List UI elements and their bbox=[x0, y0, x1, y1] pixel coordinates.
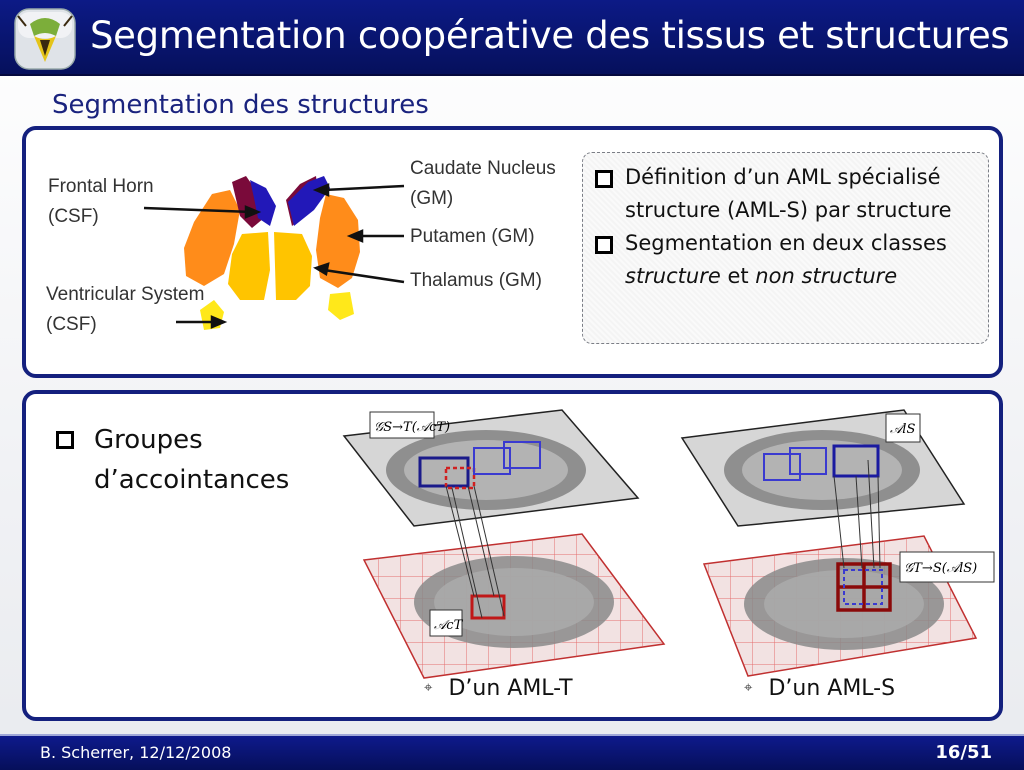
caption-aml-s: ⌖D’un AML-S bbox=[744, 676, 896, 701]
frontal-horn-left-shape bbox=[232, 176, 264, 228]
groups-bullet: Groupes d’accointances bbox=[56, 420, 316, 500]
thalamus-right-shape bbox=[274, 232, 312, 300]
label-putamen: Putamen (GM) bbox=[410, 226, 535, 247]
caudate-left-shape bbox=[250, 180, 276, 226]
brain-structures-figure: Frontal Horn (CSF) Ventricular System (C… bbox=[44, 152, 566, 348]
acquaintance-groups-figure: 𝒢S→T(𝒜cT) 𝒜cT 𝒜lS 𝒢T→S(𝒜lS) bbox=[342, 409, 995, 679]
label-caudate-1: Caudate Nucleus bbox=[410, 158, 556, 179]
square-bullet-icon bbox=[56, 431, 74, 449]
label-a-c-t: 𝒜cT bbox=[434, 618, 464, 633]
label-ventricular-2: (CSF) bbox=[46, 314, 97, 335]
slide-title: Segmentation coopérative des tissus et s… bbox=[90, 14, 1010, 57]
label-frontal-horn-2: (CSF) bbox=[48, 206, 99, 227]
footer-bar: B. Scherrer, 12/12/2008 16/51 bbox=[0, 734, 1024, 770]
structures-panel: Frontal Horn (CSF) Ventricular System (C… bbox=[22, 126, 1003, 378]
section-title: Segmentation des structures bbox=[52, 90, 429, 120]
logo-icon bbox=[14, 8, 76, 70]
crosshair-bullet-icon: ⌖ bbox=[744, 678, 753, 696]
crosshair-bullet-icon: ⌖ bbox=[424, 678, 433, 696]
thalamus-left-shape bbox=[228, 232, 270, 300]
square-bullet-icon bbox=[595, 170, 613, 188]
label-frontal-horn-1: Frontal Horn bbox=[48, 176, 154, 197]
label-ventricular-1: Ventricular System bbox=[46, 284, 204, 305]
caption-aml-t: ⌖D’un AML-T bbox=[424, 676, 573, 701]
structures-note-box: Définition d’un AML spécialisé structure… bbox=[582, 152, 989, 344]
label-thalamus: Thalamus (GM) bbox=[410, 270, 542, 291]
groups-label: Groupes d’accointances bbox=[94, 425, 290, 495]
label-g-t-to-s: 𝒢T→S(𝒜lS) bbox=[904, 561, 977, 576]
label-a-l-s: 𝒜lS bbox=[890, 422, 915, 437]
note-item-aml-s: Définition d’un AML spécialisé structure… bbox=[593, 161, 978, 227]
page-number: 16/51 bbox=[935, 742, 992, 763]
label-g-s-to-t: 𝒢S→T(𝒜cT) bbox=[374, 420, 450, 435]
note-item-two-classes: Segmentation en deux classes structure e… bbox=[593, 227, 978, 293]
acquaintance-panel: Groupes d’accointances 𝒢S→T(𝒜cT) 𝒜c bbox=[22, 390, 1003, 721]
label-caudate-2: (GM) bbox=[410, 188, 453, 209]
header-bar: Segmentation coopérative des tissus et s… bbox=[0, 0, 1024, 76]
square-bullet-icon bbox=[595, 236, 613, 254]
putamen-left-shape bbox=[184, 190, 240, 286]
ventricular-shape-right bbox=[328, 292, 354, 320]
footer-author-date: B. Scherrer, 12/12/2008 bbox=[40, 743, 232, 762]
